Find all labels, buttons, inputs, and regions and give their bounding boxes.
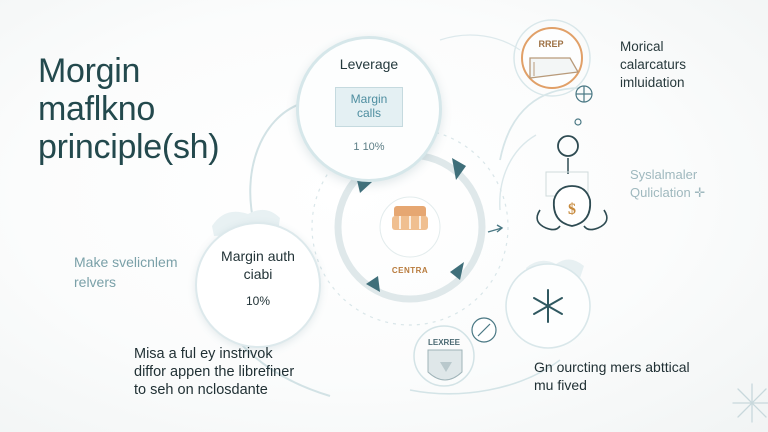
connector-arc xyxy=(499,134,537,211)
shield-icon xyxy=(427,349,463,381)
title-line: maflkno xyxy=(38,90,155,128)
left-note: Make svelicnlem relvers xyxy=(74,252,177,292)
margin-bubble: Margin auth ciabi 10% xyxy=(195,222,321,348)
leverage-bubble: Leverage Margin calls 1 10% xyxy=(296,36,442,182)
compass-icon xyxy=(575,85,593,103)
handshake-icon xyxy=(392,206,428,230)
note-line: relvers xyxy=(74,274,117,290)
badge-ring xyxy=(513,19,591,97)
bottom-right-text: Gn ourcting mers abttical mu fived xyxy=(534,358,690,394)
document-icon xyxy=(529,57,580,79)
ring-arrow-icon xyxy=(366,276,380,292)
page-title: Morgin maflkno principle(sh) xyxy=(38,52,298,166)
leverage-title: Leverage xyxy=(339,56,399,72)
card-line: calls xyxy=(356,106,381,120)
card-line: Margin xyxy=(350,92,388,106)
dashed-ring xyxy=(311,128,509,326)
right-mid-text: Syslalmaler Quliclation ✛ xyxy=(630,166,705,202)
snowflake-icon xyxy=(533,289,563,323)
text-line: calarcaturs xyxy=(620,57,687,72)
ring-arrow-icon xyxy=(452,158,466,180)
text-line: imluidation xyxy=(620,75,685,90)
leverage-value: 1 10% xyxy=(353,141,385,153)
bottom-left-text: Misa a ful ey instrivok diffor appen the… xyxy=(134,345,294,399)
margin-bubble-label: Margin auth xyxy=(221,248,295,264)
ring-arrow-icon xyxy=(450,262,464,280)
shield-badge-label: LEXREE xyxy=(427,338,460,347)
text-line: Misa a ful ey instrivok xyxy=(134,346,273,362)
coin-icon xyxy=(574,118,582,126)
moneybag-icon: $ xyxy=(536,135,608,231)
text-line: Syslalmaler xyxy=(630,167,698,182)
text-line: mu fived xyxy=(534,377,587,393)
center-label: CENTRA xyxy=(391,266,429,275)
text-line: diffor appen the librefiner xyxy=(134,364,295,380)
right-top-text: Morical calarcaturs imluidation xyxy=(620,38,686,92)
arrow-icon xyxy=(487,224,504,233)
title-line: principle(sh) xyxy=(38,128,220,166)
text-line: to seh on nclosdante xyxy=(134,382,268,398)
text-line: Morical xyxy=(620,39,664,54)
text-line: Quliclation ✛ xyxy=(630,185,706,200)
margin-bubble-label: ciabi xyxy=(243,266,273,282)
connector-arc xyxy=(439,34,521,51)
note-line: Make svelicnlem xyxy=(74,254,178,270)
connector-arc xyxy=(499,87,581,161)
title-line: Morgin xyxy=(38,52,141,90)
shield-ring xyxy=(413,325,475,387)
connector-arc xyxy=(249,103,301,229)
margin-calls-card: Margin calls xyxy=(335,87,403,127)
margin-bubble-value: 10% xyxy=(245,294,271,308)
sparkle-icon xyxy=(732,383,768,423)
connector-arc xyxy=(409,359,561,395)
top-right-badge-label: RREP xyxy=(538,39,564,49)
svg-text:$: $ xyxy=(568,201,576,218)
text-line: Gn ourcting mers abttical xyxy=(534,359,690,375)
